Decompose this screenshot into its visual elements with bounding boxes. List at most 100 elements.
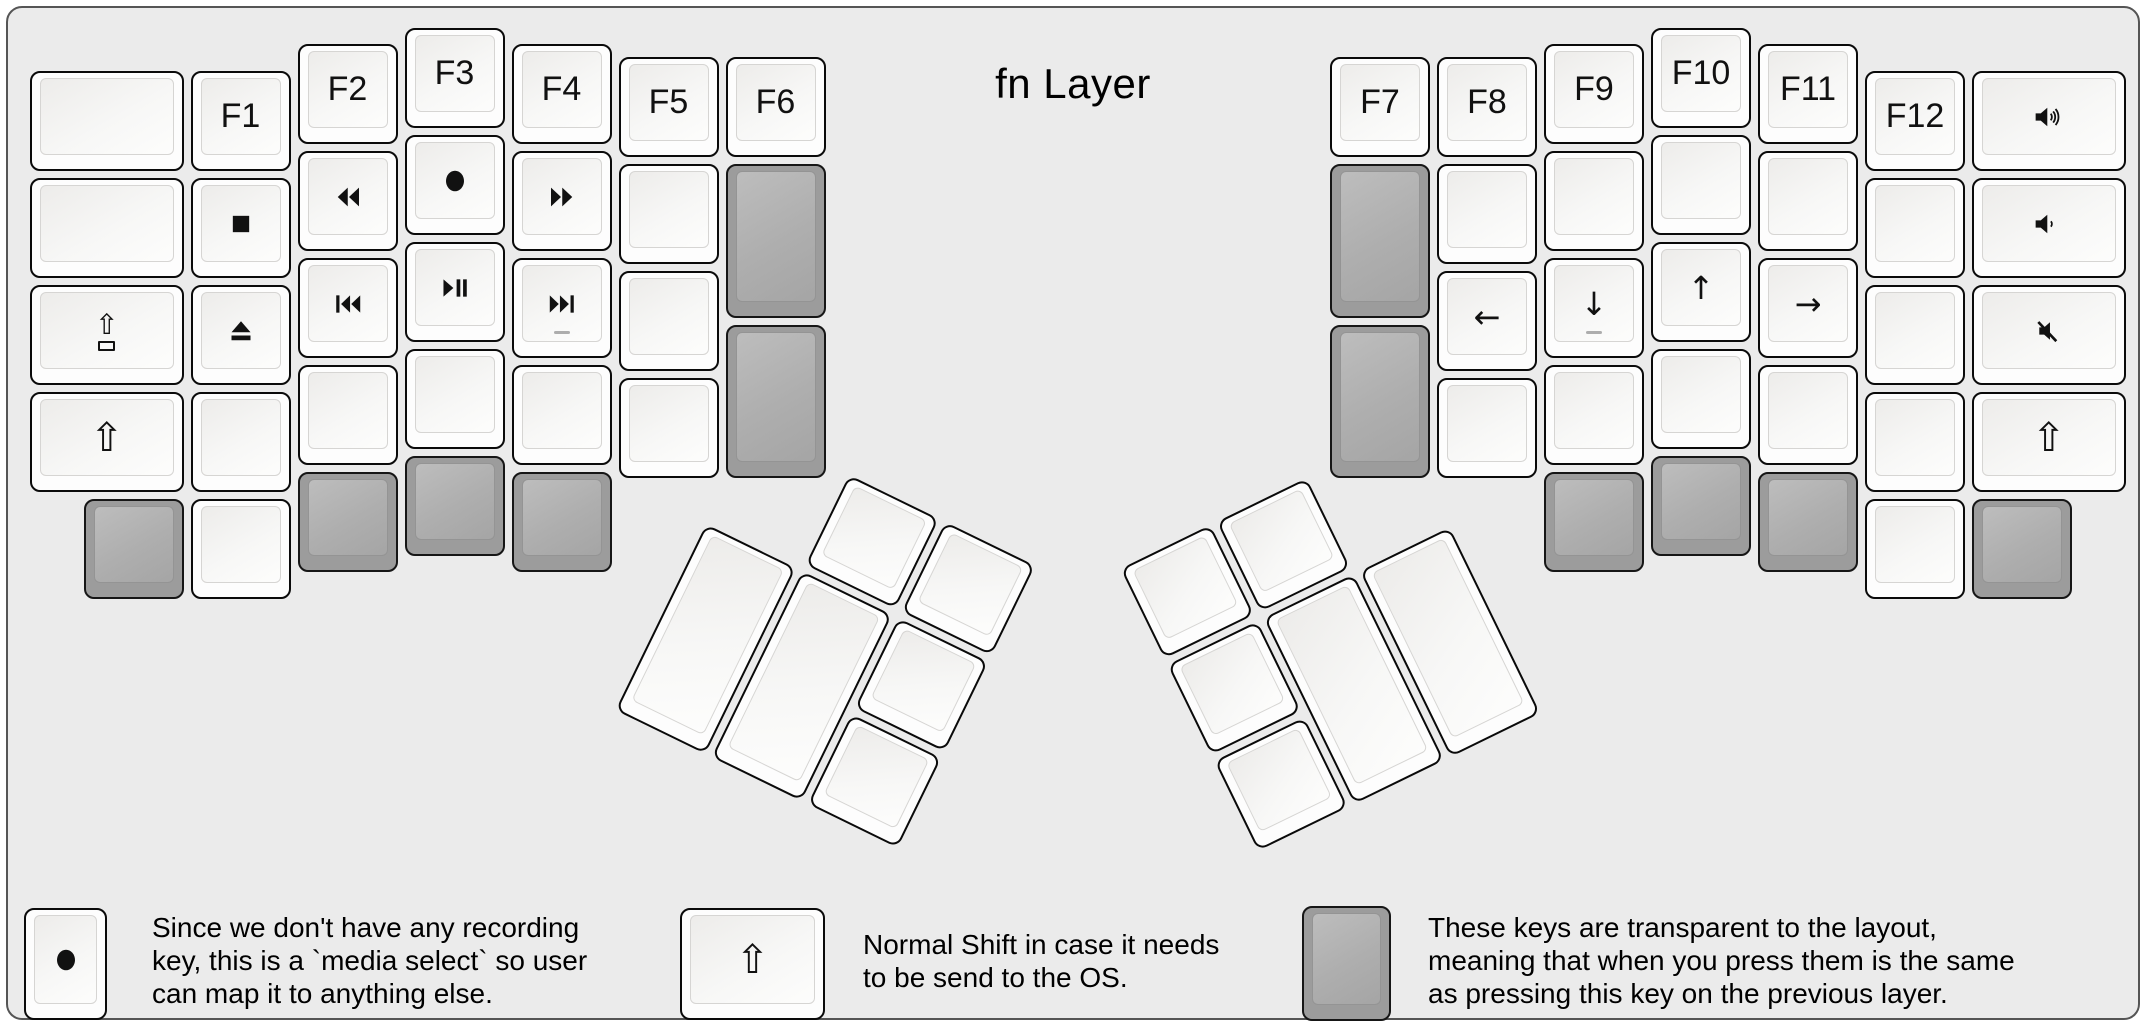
- key-transparent[interactable]: [725, 324, 826, 479]
- legend-text-normal-shift: Normal Shift in case it needs to be send…: [863, 929, 1220, 993]
- key-volume-up[interactable]: [1972, 71, 2126, 171]
- keycap: [1312, 913, 1381, 1005]
- legend-text-media-select: Since we don't have any recording key, t…: [152, 912, 588, 1009]
- keycap: ↑: [1661, 249, 1741, 327]
- key-blank[interactable]: [1544, 365, 1644, 466]
- key-arrow-left[interactable]: ←: [1437, 271, 1537, 372]
- key-label: F5: [648, 83, 689, 122]
- keycap: F2: [307, 51, 388, 129]
- key-blank[interactable]: [1544, 151, 1644, 252]
- keycap: F7: [1340, 64, 1420, 142]
- key-transparent[interactable]: [1651, 456, 1751, 557]
- key-f2[interactable]: F2: [297, 44, 398, 145]
- key-blank[interactable]: [511, 365, 612, 466]
- eject-icon: [226, 316, 256, 346]
- key-rewind[interactable]: [297, 151, 398, 252]
- key-blank[interactable]: [190, 499, 291, 599]
- keycap: F8: [1447, 64, 1527, 142]
- key-blank[interactable]: [190, 392, 291, 492]
- keycap: [1132, 535, 1239, 640]
- keycap: [414, 463, 495, 541]
- key-prev-track[interactable]: [297, 258, 398, 359]
- stop-icon: [227, 210, 255, 238]
- key-eject[interactable]: [190, 285, 291, 385]
- key-blank[interactable]: [618, 378, 719, 479]
- key-transparent[interactable]: [1544, 472, 1644, 573]
- key-stop[interactable]: [190, 178, 291, 278]
- keycap: F11: [1768, 51, 1848, 129]
- key-f8[interactable]: F8: [1437, 57, 1537, 158]
- key-record[interactable]: [404, 135, 505, 236]
- key-label: F12: [1885, 97, 1945, 135]
- key-volume-mute[interactable]: [1972, 285, 2126, 385]
- key-play-pause[interactable]: [404, 242, 505, 343]
- key-transparent[interactable]: [511, 472, 612, 573]
- key-blank[interactable]: [1651, 349, 1751, 450]
- key-blank[interactable]: [30, 71, 184, 171]
- keycap: ⇧: [40, 292, 174, 369]
- key-blank[interactable]: [404, 349, 505, 450]
- key-transparent[interactable]: [297, 472, 398, 573]
- play-pause-icon: [440, 273, 470, 303]
- keycap: [1554, 158, 1634, 236]
- key-blank[interactable]: [1437, 378, 1537, 479]
- keycap: [1982, 185, 2116, 262]
- keycap: [521, 372, 602, 450]
- prev-track-icon: [333, 289, 363, 319]
- key-transparent[interactable]: [83, 499, 184, 599]
- key-volume-down[interactable]: [1972, 178, 2126, 278]
- key-transparent[interactable]: [404, 456, 505, 557]
- key-shift[interactable]: ⇧: [1972, 392, 2126, 492]
- key-fast-forward[interactable]: [511, 151, 612, 252]
- key-f9[interactable]: F9: [1544, 44, 1644, 145]
- key-next-track[interactable]: [511, 258, 612, 359]
- keycap: →: [1768, 265, 1848, 343]
- keycap: F1: [200, 78, 281, 155]
- keycap: [307, 158, 388, 236]
- key-shift[interactable]: ⇧: [30, 392, 184, 492]
- keycap: [200, 185, 281, 262]
- key-blank[interactable]: [618, 164, 719, 265]
- keycap: ⇧: [1982, 399, 2116, 476]
- next-track-icon: [547, 289, 577, 319]
- key-blank[interactable]: [1437, 164, 1537, 265]
- key-f5[interactable]: F5: [618, 57, 719, 158]
- key-f3[interactable]: F3: [404, 28, 505, 129]
- key-blank[interactable]: [1758, 151, 1858, 252]
- key-f10[interactable]: F10: [1651, 28, 1751, 129]
- key-transparent[interactable]: [1330, 164, 1430, 318]
- key-blank[interactable]: [1865, 285, 1965, 385]
- key-blank[interactable]: [1865, 178, 1965, 278]
- key-transparent[interactable]: [1330, 324, 1430, 479]
- key-transparent[interactable]: [1972, 499, 2072, 599]
- key-label: F9: [1574, 70, 1614, 109]
- keycap: [307, 265, 388, 343]
- key-arrow-up[interactable]: ↑: [1651, 242, 1751, 343]
- key-blank[interactable]: [1865, 499, 1965, 599]
- key-f12[interactable]: F12: [1865, 71, 1965, 171]
- key-caps-lock[interactable]: ⇧: [30, 285, 184, 385]
- keycap: F4: [521, 51, 602, 129]
- key-transparent[interactable]: [1758, 472, 1858, 573]
- key-blank[interactable]: [1651, 135, 1751, 236]
- key-blank[interactable]: [297, 365, 398, 466]
- key-blank[interactable]: [30, 178, 184, 278]
- key-transparent[interactable]: [725, 164, 826, 318]
- key-arrow-right[interactable]: →: [1758, 258, 1858, 359]
- keycap: [1554, 372, 1634, 450]
- keycap: F12: [1875, 78, 1955, 155]
- keycap: [870, 628, 977, 733]
- key-blank[interactable]: [1865, 392, 1965, 492]
- key-f7[interactable]: F7: [1330, 57, 1430, 158]
- key-arrow-down[interactable]: ↓: [1544, 258, 1644, 359]
- keycap: [1661, 142, 1741, 220]
- key-f11[interactable]: F11: [1758, 44, 1858, 145]
- key-f6[interactable]: F6: [725, 57, 826, 158]
- layer-title: fn Layer: [995, 60, 1151, 107]
- key-blank[interactable]: [618, 271, 719, 372]
- key-f1[interactable]: F1: [190, 71, 291, 171]
- key-f4[interactable]: F4: [511, 44, 612, 145]
- keycap: [521, 479, 602, 557]
- key-blank[interactable]: [1758, 365, 1858, 466]
- key-transparent: [1302, 906, 1391, 1021]
